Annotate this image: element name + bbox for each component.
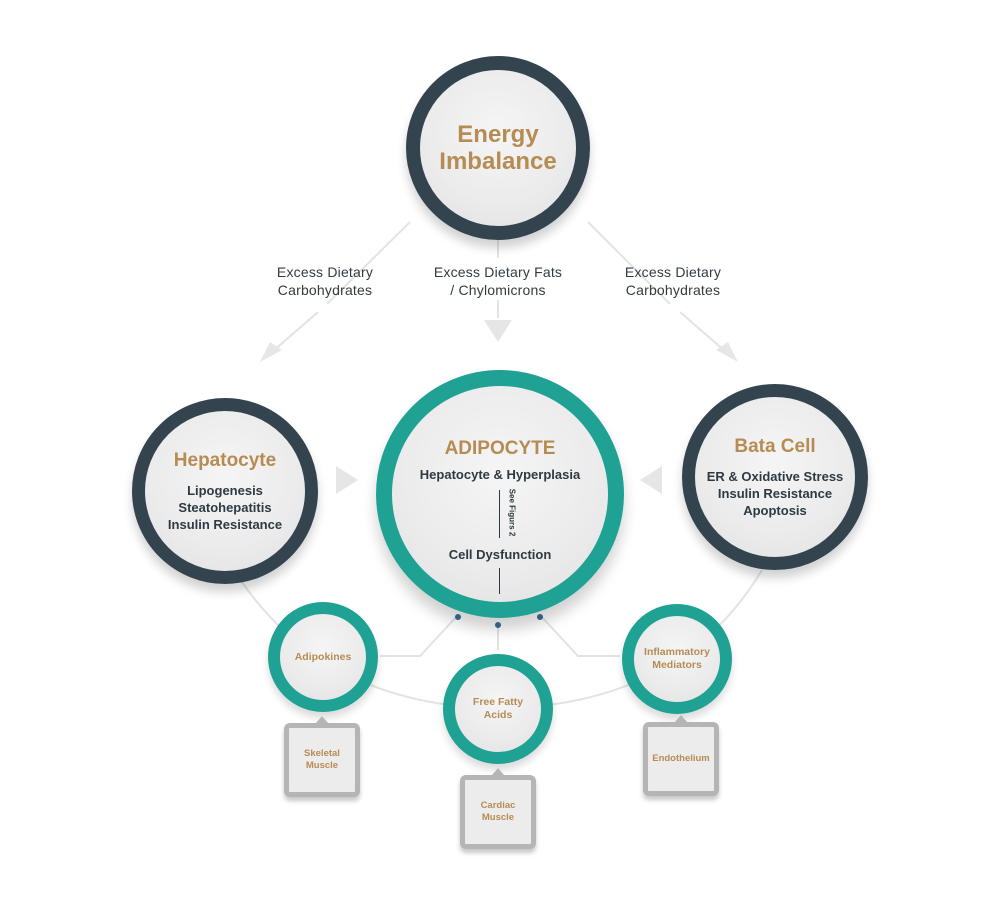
dot-center: [495, 622, 501, 628]
adipokines-node: Adipokines: [268, 602, 378, 712]
hepatocyte-node: Hepatocyte Lipogenesis Steatohepatitis I…: [132, 398, 318, 584]
cardiac-arrow-icon: [492, 768, 504, 775]
flow-left-line1: Excess Dietary: [276, 264, 374, 280]
beta-cell-item-2: Insulin Resistance: [717, 485, 833, 501]
adipocyte-divider-bottom: [499, 568, 500, 594]
flow-right-line1: Excess Dietary: [624, 264, 722, 280]
energy-imbalance-node: Energy Imbalance: [406, 56, 590, 240]
energy-title-line2: Imbalance: [439, 148, 557, 175]
flow-center-line2: / Chylomicrons: [450, 282, 546, 298]
connector-adipokines: [380, 614, 459, 657]
flow-right-line2: Carbohydrates: [625, 282, 721, 298]
beta-cell-title: Bata Cell: [734, 435, 816, 457]
adipokines-label: Adipokines: [294, 651, 352, 663]
skeletal-line1: Skeletal: [304, 748, 340, 759]
ffa-line2: Acids: [483, 709, 513, 721]
cardiac-line2: Muscle: [481, 812, 515, 823]
beta-cell-node: Bata Cell ER & Oxidative Stress Insulin …: [682, 384, 868, 570]
arrow-left-down: [260, 342, 282, 362]
arrow-into-adipocyte-right: [640, 466, 662, 494]
energy-title-line1: Energy: [457, 121, 539, 148]
skeletal-muscle-box: Skeletal Muscle: [284, 723, 360, 797]
arrow-right-down: [716, 342, 738, 362]
dot-right: [537, 614, 543, 620]
connector-right-arrowshaft: [679, 311, 727, 353]
adipocyte-line2: Cell Dysfunction: [448, 547, 552, 562]
skeletal-line2: Muscle: [305, 760, 339, 771]
inflammatory-line2: Mediators: [652, 659, 702, 671]
endothelium-arrow-icon: [675, 715, 687, 722]
arrow-center-down: [484, 320, 512, 342]
hepatocyte-item-3: Insulin Resistance: [167, 516, 283, 532]
connector-energy-left: [326, 221, 411, 305]
arrow-into-adipocyte-left: [336, 466, 358, 494]
connector-left-arrowshaft: [271, 311, 319, 353]
flow-label-center: Excess Dietary Fats / Chylomicrons: [418, 263, 578, 299]
hepatocyte-item-2: Steatohepatitis: [178, 499, 272, 515]
adipocyte-node: ADIPOCYTE Hepatocyte & Hyperplasia See F…: [376, 370, 624, 618]
connector-energy-right: [587, 221, 671, 305]
flow-center-line1: Excess Dietary Fats: [433, 264, 563, 280]
endothelium-box: Endothelium: [643, 722, 719, 796]
endothelium-label: Endothelium: [652, 753, 710, 764]
dot-left: [455, 614, 461, 620]
beta-cell-item-3: Apoptosis: [743, 502, 807, 518]
flow-label-right: Excess Dietary Carbohydrates: [598, 263, 748, 299]
hepatocyte-item-1: Lipogenesis: [187, 482, 263, 498]
adipocyte-line1: Hepatocyte & Hyperplasia: [419, 467, 581, 482]
skeletal-arrow-icon: [316, 716, 328, 723]
ffa-line1: Free Fatty: [472, 696, 524, 708]
beta-cell-item-1: ER & Oxidative Stress: [706, 468, 844, 484]
cardiac-muscle-box: Cardiac Muscle: [460, 775, 536, 849]
inflammatory-mediators-node: Inflammatory Mediators: [622, 604, 732, 714]
hepatocyte-title: Hepatocyte: [173, 449, 277, 471]
connector-inflammatory: [539, 614, 620, 657]
flow-left-line2: Carbohydrates: [277, 282, 373, 298]
flow-label-left: Excess Dietary Carbohydrates: [250, 263, 400, 299]
adipocyte-divider-top: [499, 490, 500, 538]
adipocyte-title: ADIPOCYTE: [444, 438, 556, 459]
cardiac-line1: Cardiac: [480, 800, 516, 811]
free-fatty-acids-node: Free Fatty Acids: [443, 654, 553, 764]
inflammatory-line1: Inflammatory: [644, 646, 710, 658]
adipocyte-side-note: See Figurs 2: [507, 488, 517, 537]
